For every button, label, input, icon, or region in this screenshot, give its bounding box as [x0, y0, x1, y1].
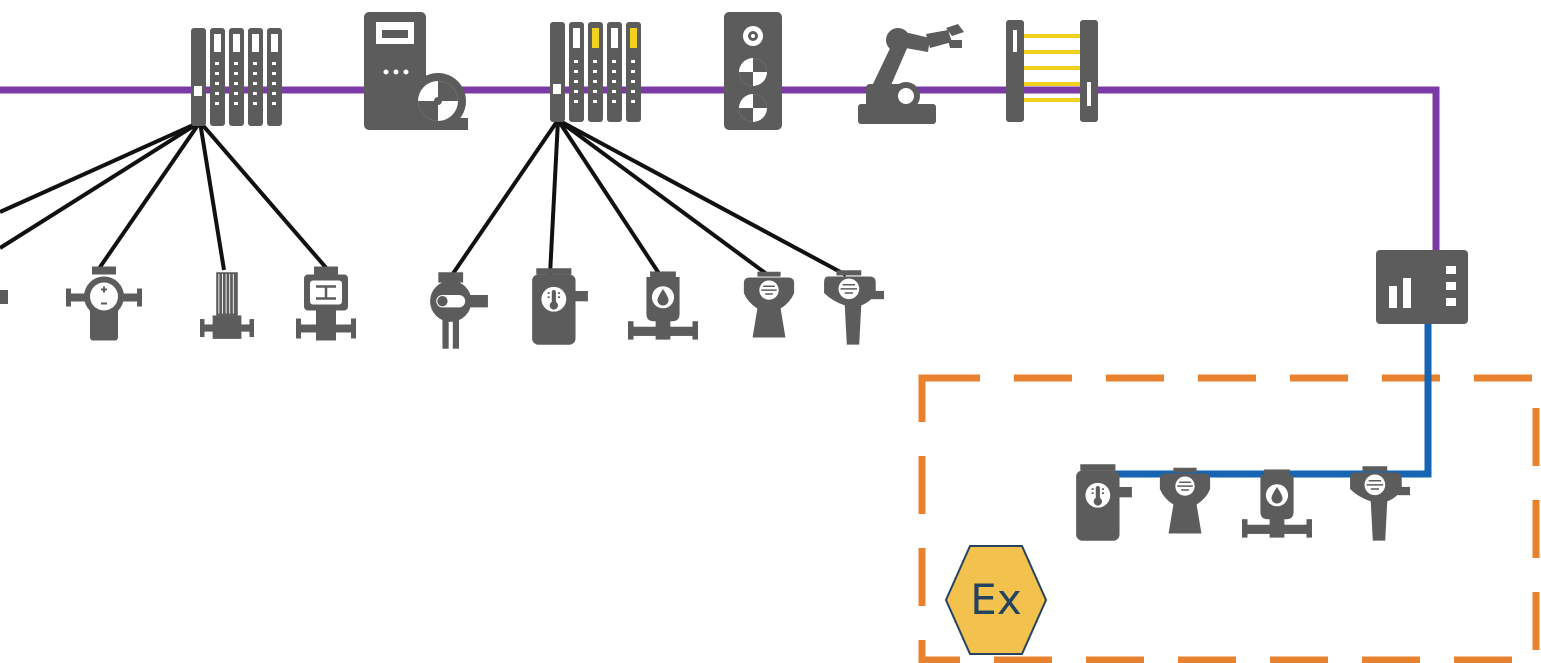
drive-with-motor-icon[interactable]	[364, 12, 468, 130]
radar-level-icon[interactable]	[743, 270, 795, 339]
level-probe-icon[interactable]	[200, 271, 254, 340]
radar-level-icon[interactable]	[823, 270, 884, 346]
temperature-transmitter-icon[interactable]	[531, 268, 589, 346]
main-bus-line	[0, 86, 1440, 260]
motion-controller-icon[interactable]	[724, 12, 782, 130]
cable-layer	[0, 86, 1540, 663]
explosion-protection-icon: Ex	[944, 545, 1048, 655]
electromagnetic-flow-meter-icon[interactable]	[628, 271, 698, 340]
light-curtain-icon[interactable]	[1006, 20, 1098, 122]
valve-positioner-icon[interactable]	[296, 266, 356, 342]
flow-meter-icon[interactable]	[66, 266, 142, 342]
ex-bus-line	[1098, 322, 1432, 478]
ex-badge-label: Ex	[970, 575, 1021, 624]
proximity-sensor-icon[interactable]	[430, 272, 488, 349]
electromagnetic-flow-meter-icon[interactable]	[1242, 469, 1312, 538]
hazardous-zone-border	[918, 374, 1540, 663]
field-barrier-icon[interactable]	[1376, 250, 1468, 324]
partial-device-icon[interactable]	[0, 290, 8, 304]
radar-level-icon[interactable]	[1159, 466, 1211, 535]
remote-io-icon[interactable]	[191, 28, 282, 126]
device-links-middle	[450, 118, 847, 277]
radar-level-icon[interactable]	[1349, 466, 1410, 542]
remote-io-icon[interactable]	[550, 22, 641, 122]
robot-arm-icon[interactable]	[858, 24, 964, 124]
device-links-left	[0, 120, 330, 272]
